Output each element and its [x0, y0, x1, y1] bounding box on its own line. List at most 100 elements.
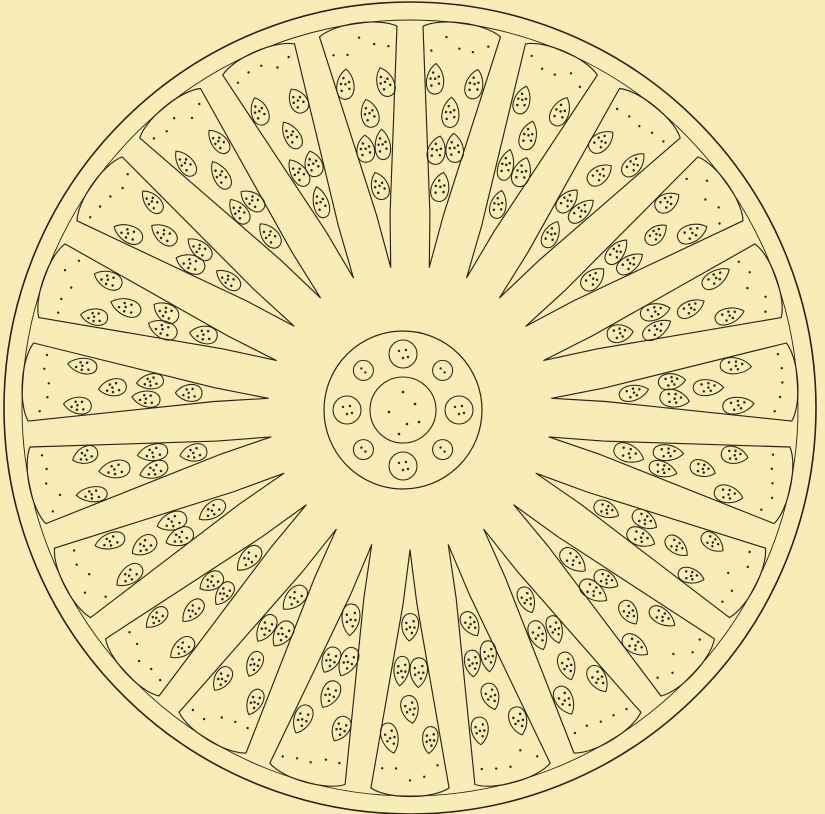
cell-granule — [653, 306, 656, 309]
cell-granule — [557, 697, 560, 700]
cell-granule — [583, 203, 587, 207]
stipple-dot — [536, 755, 538, 757]
cell-granule — [691, 571, 694, 574]
cell-granule — [615, 256, 619, 260]
stipple-dot — [771, 468, 773, 470]
cell-granule — [634, 648, 637, 651]
cell-granule — [702, 471, 705, 474]
cell — [591, 566, 622, 593]
cell-granule — [520, 170, 523, 173]
cell-granule — [386, 740, 389, 743]
cell-granule — [414, 667, 417, 670]
cell-granule — [405, 628, 408, 631]
cell-granule — [649, 519, 652, 522]
cell-granule — [601, 572, 604, 575]
cell-granule — [124, 236, 127, 239]
cell-granule — [716, 542, 720, 546]
cell-granule — [162, 228, 165, 231]
cell-granule — [279, 638, 282, 641]
cell — [675, 294, 708, 321]
cell-granule — [232, 206, 235, 209]
stipple-dot — [781, 367, 783, 369]
cell-granule — [434, 77, 437, 80]
cell-granule — [453, 147, 456, 150]
core-granule — [402, 391, 405, 394]
cell-granule — [706, 541, 710, 545]
cell-granule — [662, 455, 665, 458]
cell-granule — [224, 281, 228, 285]
stipple-dot — [64, 269, 66, 271]
cell-granule — [570, 199, 574, 203]
cell-granule — [206, 578, 209, 581]
cell-granule — [566, 204, 570, 208]
cell-granule — [138, 542, 141, 545]
cell-granule — [319, 201, 322, 204]
cell-granule — [258, 696, 261, 699]
cell-granule — [689, 306, 692, 309]
cell-granule — [553, 628, 556, 631]
cell-granule — [371, 109, 374, 112]
cell-granule — [569, 552, 573, 556]
stipple-dot — [191, 117, 193, 119]
cell-granule — [247, 551, 251, 555]
segment-7 — [549, 437, 793, 524]
cell-granule — [438, 82, 441, 85]
cell-granule — [529, 139, 532, 142]
cell-granule — [727, 310, 730, 313]
cell-granule — [604, 141, 608, 145]
cell-granule — [728, 314, 731, 317]
cell-granule — [632, 163, 636, 167]
cell-granule — [438, 179, 441, 182]
cell-granule — [508, 162, 511, 165]
cell-granule — [572, 211, 576, 215]
cell-granule — [222, 592, 225, 595]
stipple-dot — [127, 173, 129, 175]
cell-granule — [263, 621, 266, 624]
cell-granule — [529, 603, 532, 606]
cell-granule — [277, 632, 280, 635]
cell-granule — [722, 496, 725, 499]
cell-granule — [379, 137, 382, 140]
cell-granule — [450, 141, 453, 144]
cell-granule — [504, 157, 507, 160]
ring-cell-outline — [353, 440, 373, 460]
cell-granule — [256, 198, 260, 202]
cell-granule — [404, 705, 407, 708]
cell — [639, 314, 674, 344]
cell-granule — [458, 151, 461, 154]
cell-granule — [285, 129, 288, 132]
cell-granule — [707, 467, 710, 470]
cell-granule — [321, 197, 324, 200]
stipple-dot — [325, 759, 327, 761]
cell — [175, 384, 202, 401]
cell-granule — [565, 559, 569, 563]
cell — [577, 263, 610, 295]
ring-cell-granule — [349, 405, 351, 407]
cell-granule — [592, 590, 595, 593]
cell-granule — [232, 278, 236, 282]
segment-outline — [526, 157, 743, 326]
cell-granule — [663, 471, 666, 474]
cell-granule — [629, 396, 632, 399]
ring-cell-granule — [443, 371, 445, 373]
cell-granule — [634, 538, 637, 541]
stipple-dot — [662, 140, 664, 142]
cell-granule — [328, 693, 331, 696]
cell-granule — [411, 632, 414, 635]
cell-granule — [483, 729, 486, 732]
cell-granule — [189, 615, 193, 619]
segment-5 — [544, 244, 782, 361]
cell-granule — [521, 724, 524, 727]
cell-granule — [112, 535, 115, 538]
ring-cell-granule — [439, 446, 441, 448]
cell-granule — [185, 168, 189, 172]
cell-granule — [297, 171, 300, 174]
cell — [653, 444, 684, 461]
cell-granule — [490, 661, 493, 664]
cell-granule — [621, 335, 624, 338]
cell-granule — [667, 451, 670, 454]
cell-granule — [82, 408, 85, 411]
segment-outline — [38, 244, 276, 361]
cell-granule — [696, 470, 699, 473]
cell-granule — [194, 268, 197, 271]
